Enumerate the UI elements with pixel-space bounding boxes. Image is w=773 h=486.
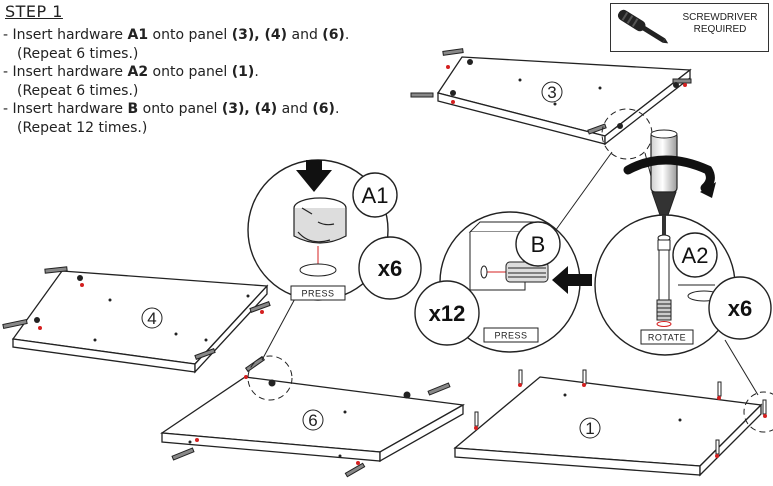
tool-required-box: SCREWDRIVER REQUIRED — [610, 3, 769, 52]
detail-a2: ROTATE A2 x6 — [594, 129, 772, 356]
hardware-code: A2 — [127, 64, 149, 80]
hardware-code: B — [127, 101, 139, 117]
panel-refs: (3), (4) — [231, 27, 288, 43]
rotate-label: ROTATE — [648, 333, 686, 343]
panel-1-number: 1 — [585, 419, 594, 438]
detail-a1: PRESS A1 x6 — [247, 159, 422, 301]
hardware-code: A1 — [127, 27, 149, 43]
panel-6: 6 — [160, 355, 466, 478]
repeat-note: (Repeat 6 times.) — [17, 45, 139, 62]
panel-6-number: 6 — [308, 411, 317, 430]
press-label: PRESS — [301, 289, 334, 299]
quantity-a1: x6 — [378, 256, 402, 281]
instruction-item: - Insert hardware B onto panel (3), (4) … — [3, 100, 473, 137]
hardware-a2-label: A2 — [682, 243, 709, 268]
step-title: STEP 1 — [5, 2, 63, 21]
panel-4-number: 4 — [147, 309, 156, 328]
hardware-a1-label: A1 — [362, 183, 389, 208]
tool-required-text: SCREWDRIVER REQUIRED — [682, 12, 758, 35]
press-label: PRESS — [494, 331, 527, 341]
instruction-item: - Insert hardware A1 onto panel (3), (4)… — [3, 26, 473, 63]
instructions: STEP 1 - Insert hardware A1 onto panel (… — [3, 2, 473, 137]
panel-3-number: 3 — [547, 83, 556, 102]
panel-refs: (3), (4) — [221, 101, 278, 117]
screwdriver-icon — [617, 9, 669, 44]
panel-1: 1 — [453, 369, 773, 477]
detail-b: PRESS B x12 — [414, 211, 592, 353]
hardware-b-label: B — [531, 232, 546, 257]
quantity-b: x12 — [429, 301, 466, 326]
repeat-note: (Repeat 12 times.) — [17, 119, 148, 136]
panel-4: 4 — [2, 266, 271, 374]
repeat-note: (Repeat 6 times.) — [17, 82, 139, 99]
panel-3: 3 — [410, 48, 692, 160]
panel-refs: (1) — [231, 64, 255, 80]
quantity-a2: x6 — [728, 296, 752, 321]
instruction-item: - Insert hardware A2 onto panel (1). (Re… — [3, 63, 473, 100]
